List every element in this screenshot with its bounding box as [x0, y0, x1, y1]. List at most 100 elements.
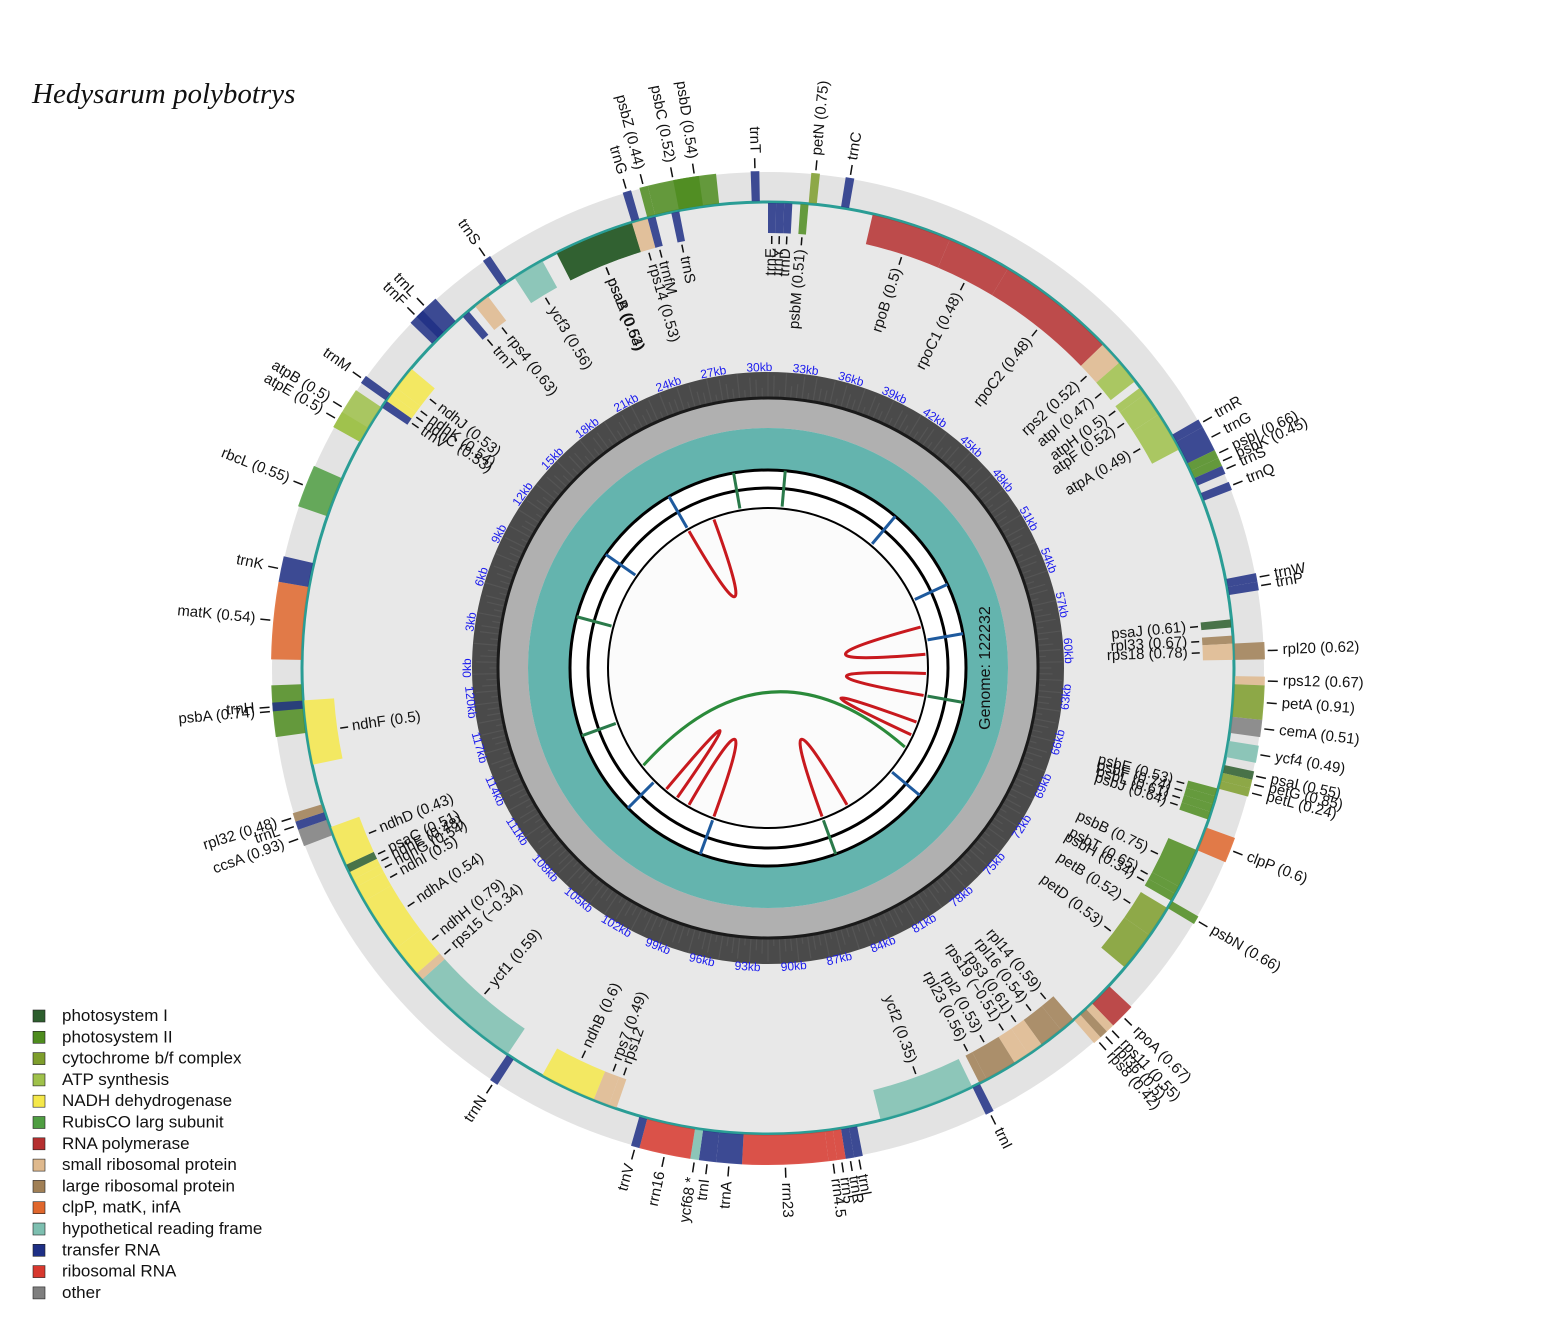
gene-label-leader	[612, 1063, 617, 1072]
gc-bar	[718, 379, 724, 402]
gc-bar	[706, 931, 713, 953]
repeat-link	[839, 696, 917, 737]
gc-bar	[1026, 745, 1048, 753]
gene-label-leader	[639, 174, 644, 185]
repeat-tick	[604, 553, 637, 577]
gc-bar	[658, 918, 670, 944]
gc-bar	[1022, 756, 1034, 761]
gc-bar	[956, 465, 967, 476]
gene-label: cemA (0.51)	[1278, 722, 1360, 749]
gc-baseline	[496, 396, 1040, 940]
gene-psii	[1148, 872, 1179, 894]
gene-label: trnT	[746, 126, 764, 153]
gc-bar	[795, 936, 800, 962]
legend-swatch	[32, 1031, 46, 1044]
repeat-link	[844, 625, 926, 660]
legend-label: photosystem I	[62, 1006, 168, 1025]
repeat-link	[845, 671, 926, 697]
gc-bar	[1037, 661, 1063, 663]
repeat-tick	[732, 472, 742, 509]
gene-label-leader	[1105, 1036, 1114, 1045]
gene-psii	[1152, 837, 1197, 887]
gene-label-leader	[443, 948, 451, 955]
legend-swatch	[32, 1094, 46, 1108]
kb-tick-label: 0kb	[460, 658, 474, 678]
gene-label: ycf68 *	[676, 1176, 700, 1224]
gc-bar	[778, 937, 781, 963]
gene-trn	[295, 812, 327, 830]
gc-bar	[534, 816, 544, 824]
gc-bar	[943, 446, 960, 465]
gc-bar	[1018, 561, 1037, 570]
gc-bar	[558, 856, 576, 874]
legend-label: ATP synthesis	[62, 1070, 169, 1089]
gc-bar	[902, 425, 909, 435]
gene-trn	[272, 700, 303, 712]
gc-bar	[482, 684, 499, 687]
gc-bar	[1018, 766, 1028, 772]
gc-bar	[481, 625, 501, 630]
gene-label-leader	[898, 256, 903, 265]
gene-label: trnP	[1274, 570, 1304, 591]
repeat-tick	[667, 495, 689, 529]
gc-bar	[1027, 589, 1048, 596]
gene-rps	[608, 1076, 627, 1108]
kb-tick-label: 90kb	[780, 958, 807, 974]
gene-trn	[416, 298, 456, 338]
gene-label-leader	[1108, 410, 1116, 417]
gene-psi	[556, 223, 641, 281]
repeat-rings	[568, 468, 968, 868]
gene-psi	[346, 851, 378, 872]
gene-label-leader	[259, 710, 270, 714]
gc-bar	[887, 417, 893, 427]
gene-rpl	[965, 1052, 987, 1083]
gene-ndh	[396, 369, 435, 407]
gene-label-leader	[1080, 375, 1088, 383]
gc-bar	[492, 620, 502, 624]
gc-bar	[650, 914, 659, 932]
gene-label-leader	[501, 327, 508, 335]
gene-trn	[671, 211, 685, 243]
gene-label-leader	[1031, 329, 1038, 337]
gc-bar	[989, 499, 1010, 515]
gene-label-leader	[1266, 702, 1277, 705]
repeat-ring-inner	[607, 507, 929, 829]
gene-label: rpl33 (0.67)	[1110, 633, 1188, 655]
gene-label-leader	[832, 1163, 836, 1174]
gene-rpo	[1092, 986, 1132, 1026]
gene-label-leader	[293, 480, 304, 486]
gene-label-leader	[415, 416, 424, 423]
gene-label-leader	[429, 398, 437, 405]
legend-swatch	[32, 1222, 46, 1236]
gc-bar	[877, 914, 889, 939]
gc-bar	[519, 792, 530, 799]
gene-rpl	[1023, 1006, 1061, 1045]
kb-tick-label: 6kb	[472, 565, 491, 588]
gc-bar	[975, 839, 987, 849]
gc-bar	[902, 901, 917, 925]
gene-label-leader	[1255, 775, 1267, 780]
gene-label-leader	[691, 1162, 695, 1173]
gc-bar	[897, 904, 904, 913]
gc-bar	[486, 678, 499, 681]
gc-bar	[845, 926, 850, 938]
gc-bar	[495, 772, 520, 784]
gc-bar	[736, 936, 741, 959]
gene-label-leader	[727, 1166, 730, 1177]
legend-label: hypothetical reading frame	[62, 1219, 262, 1238]
gene-rps	[1074, 1015, 1101, 1044]
gene-trn	[1172, 419, 1203, 442]
kb-tick-label: 27kb	[699, 363, 727, 382]
gc-bar	[1037, 689, 1062, 694]
gc-bar	[1036, 695, 1052, 699]
legend-swatch	[32, 1073, 46, 1087]
gene-rpl	[1080, 1009, 1107, 1038]
gene-psii	[798, 204, 809, 235]
gc-bar	[519, 807, 538, 819]
gene-label-leader	[284, 825, 295, 831]
gc-bar	[806, 935, 812, 959]
legend-label: cytochrome b/f complex	[62, 1049, 242, 1068]
gene-ycf	[873, 1058, 972, 1120]
gene-label-leader	[288, 838, 299, 844]
gene-label-leader	[669, 167, 674, 178]
